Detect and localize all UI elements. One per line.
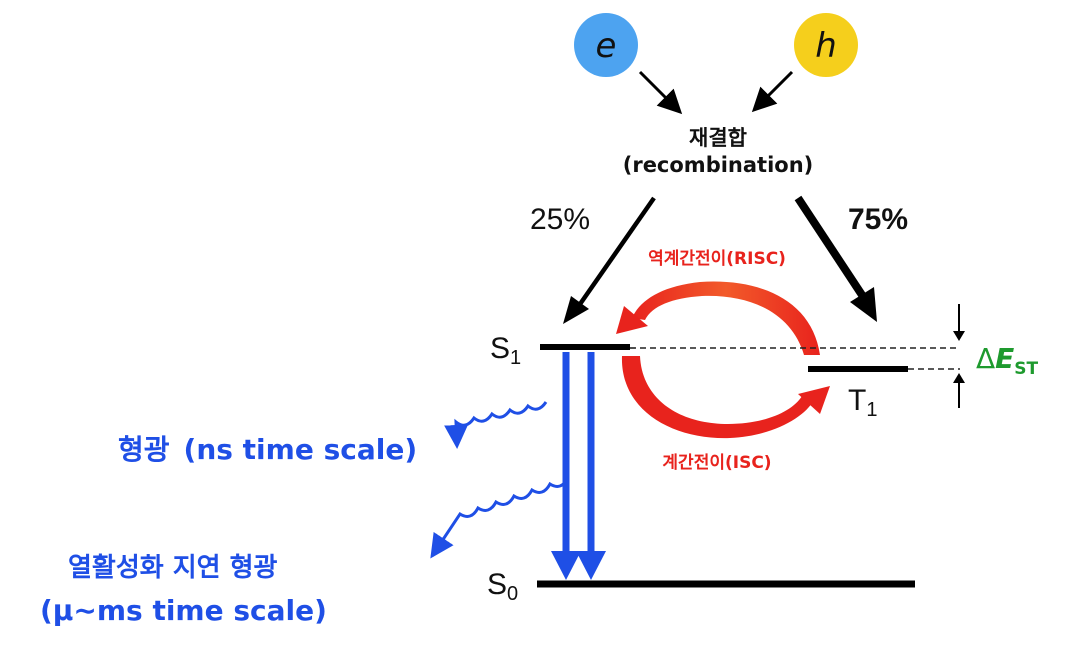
emission-arrows [551, 352, 606, 580]
electron-carrier: e [574, 13, 638, 77]
isc-arrow [622, 356, 830, 438]
s0-label: S0 [487, 568, 518, 605]
hole-to-recombination-arrow [754, 72, 792, 110]
hole-carrier: h [794, 13, 858, 77]
electron-to-recombination-arrow [640, 72, 680, 112]
isc-label: 계간전이(ISC) [662, 453, 771, 473]
delta-est-indicator [953, 304, 965, 408]
triplet-percentage: 75% [848, 203, 908, 236]
delayed-fluorescence-label: 열활성화 지연 형광 [68, 553, 278, 583]
delayed-fluorescence-wavy-arrow [432, 478, 568, 556]
risc-label: 역계간전이(RISC) [648, 249, 786, 269]
delayed-fluorescence-scale: (μ∼ms time scale) [40, 594, 327, 627]
hole-label: h [815, 26, 837, 66]
electron-label: e [596, 26, 617, 66]
recombination-label-en: (recombination) [623, 153, 814, 177]
recombination-label-ko: 재결합 [689, 126, 747, 150]
singlet-percentage: 25% [530, 203, 590, 236]
s1-label: S1 [490, 332, 521, 369]
fluorescence-label: 형광(ns time scale) [118, 433, 417, 466]
fluorescence-wavy-arrow [456, 402, 546, 446]
delta-est-label: ΔEST [976, 342, 1039, 379]
risc-arrow [616, 282, 820, 355]
t1-label: T1 [848, 384, 877, 421]
